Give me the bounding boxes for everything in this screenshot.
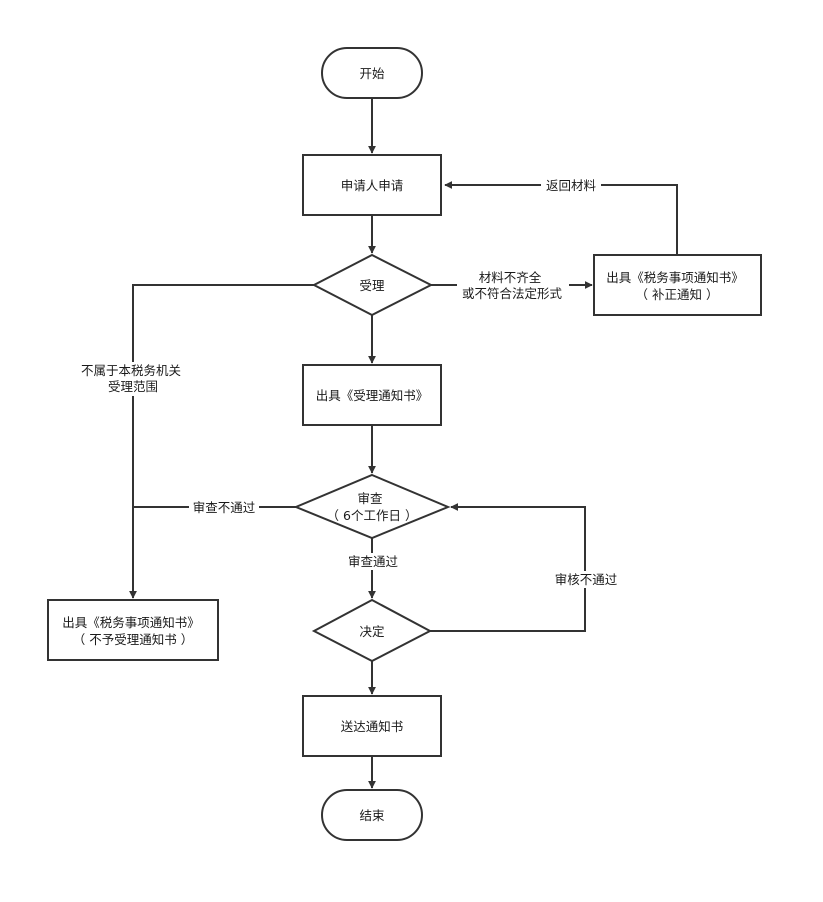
node-end-shape [321,789,423,841]
node-review-text: 审查 （ 6个工作日 ） [327,491,418,523]
node-notice-supplement: 出具《税务事项通知书》 （ 补正通知 ） [593,254,762,316]
edge-label-return-materials-text: 返回材料 [546,178,597,193]
node-apply-shape [302,154,442,216]
edge-notice-supplement-to-apply [444,181,678,255]
edge-accept-to-notice-reject [129,284,314,599]
node-decide-shape [311,598,433,663]
node-apply: 申请人申请 [302,154,442,216]
edge-label-audit-fail: 审核不通过 [551,571,621,588]
node-notice-reject: 出具《税务事项通知书》 （ 不予受理通知书 ） [47,599,219,661]
edge-label-incomplete: 材料不齐全 或不符合法定形式 [457,268,569,302]
node-notice-supplement-text: 出具《税务事项通知书》 （ 补正通知 ） [606,270,748,302]
edge-label-review-fail-text: 审查不通过 [193,500,256,515]
node-notice-supplement-shape [593,254,762,316]
node-start: 开始 [321,47,423,99]
node-decide: 决定 [311,598,433,663]
node-deliver-shape [302,695,442,757]
node-accept-shape [311,253,434,317]
node-apply-text: 申请人申请 [341,178,404,193]
edge-label-audit-fail-text: 审核不通过 [555,572,618,587]
node-start-text: 开始 [359,66,385,81]
node-accept-text: 受理 [359,278,385,293]
edge-labels: 返回材料 材料不齐全 或不符合法定形式 不属于本税务机关 受理范围 审查不通过 [78,177,621,588]
node-review: 审查 （ 6个工作日 ） [293,473,451,540]
node-accept: 受理 [311,253,434,317]
node-deliver-text: 送达通知书 [341,719,404,734]
nodes: 开始 申请人申请 受理 出具《税务事项通知书》 （ 补正通知 ） [47,47,762,841]
node-notice-reject-shape [47,599,219,661]
node-deliver: 送达通知书 [302,695,442,757]
edge-decide-to-review [430,503,586,632]
edge-label-review-pass-text: 审查通过 [348,554,399,569]
node-notice-accept-shape [302,364,442,426]
node-notice-reject-text: 出具《税务事项通知书》 （ 不予受理通知书 ） [62,615,204,647]
node-notice-accept-text: 出具《受理通知书》 [316,388,429,403]
node-notice-accept: 出具《受理通知书》 [302,364,442,426]
edge-label-incomplete-text: 材料不齐全 或不符合法定形式 [462,270,563,301]
node-start-shape [321,47,423,99]
node-decide-text: 决定 [359,624,384,639]
edge-label-not-jurisdiction-text: 不属于本税务机关 受理范围 [81,363,185,394]
node-end: 结束 [321,789,423,841]
edge-label-not-jurisdiction: 不属于本税务机关 受理范围 [78,362,188,396]
edge-label-review-fail: 审查不通过 [189,499,259,516]
edge-label-return-materials: 返回材料 [541,177,601,194]
edge-label-review-pass: 审查通过 [344,553,402,570]
node-end-text: 结束 [359,808,385,823]
node-review-shape [293,473,451,540]
